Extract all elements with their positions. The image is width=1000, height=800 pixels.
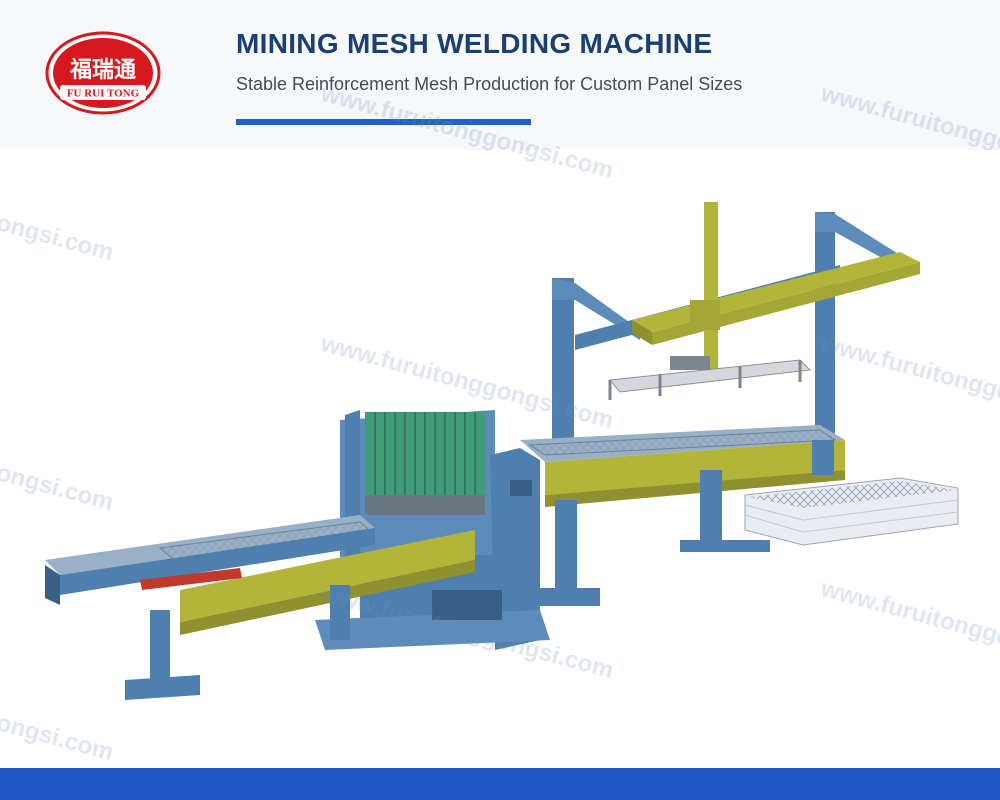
logo-text-en: FU RUI TONG — [67, 88, 140, 100]
footer-bar — [0, 768, 1000, 800]
company-logo: 福瑞通 FU RUI TONG — [45, 31, 161, 115]
logo-text-cn: 福瑞通 — [69, 58, 136, 83]
page-title: MINING MESH WELDING MACHINE — [236, 28, 713, 59]
page-subtitle: Stable Reinforcement Mesh Production for… — [236, 74, 743, 94]
welding-machine-illustration — [45, 202, 959, 700]
infeed-conveyor — [45, 515, 475, 700]
title-underline — [236, 119, 531, 125]
outfeed-conveyor — [520, 425, 845, 606]
finished-mesh-stack — [744, 477, 959, 546]
product-image-area: www.furuitonggongsi.com www.furuitonggon… — [0, 80, 1000, 768]
stacking-gantry — [552, 202, 920, 452]
header: 福瑞通 FU RUI TONG MINING MESH WELDING MACH… — [0, 0, 1000, 150]
